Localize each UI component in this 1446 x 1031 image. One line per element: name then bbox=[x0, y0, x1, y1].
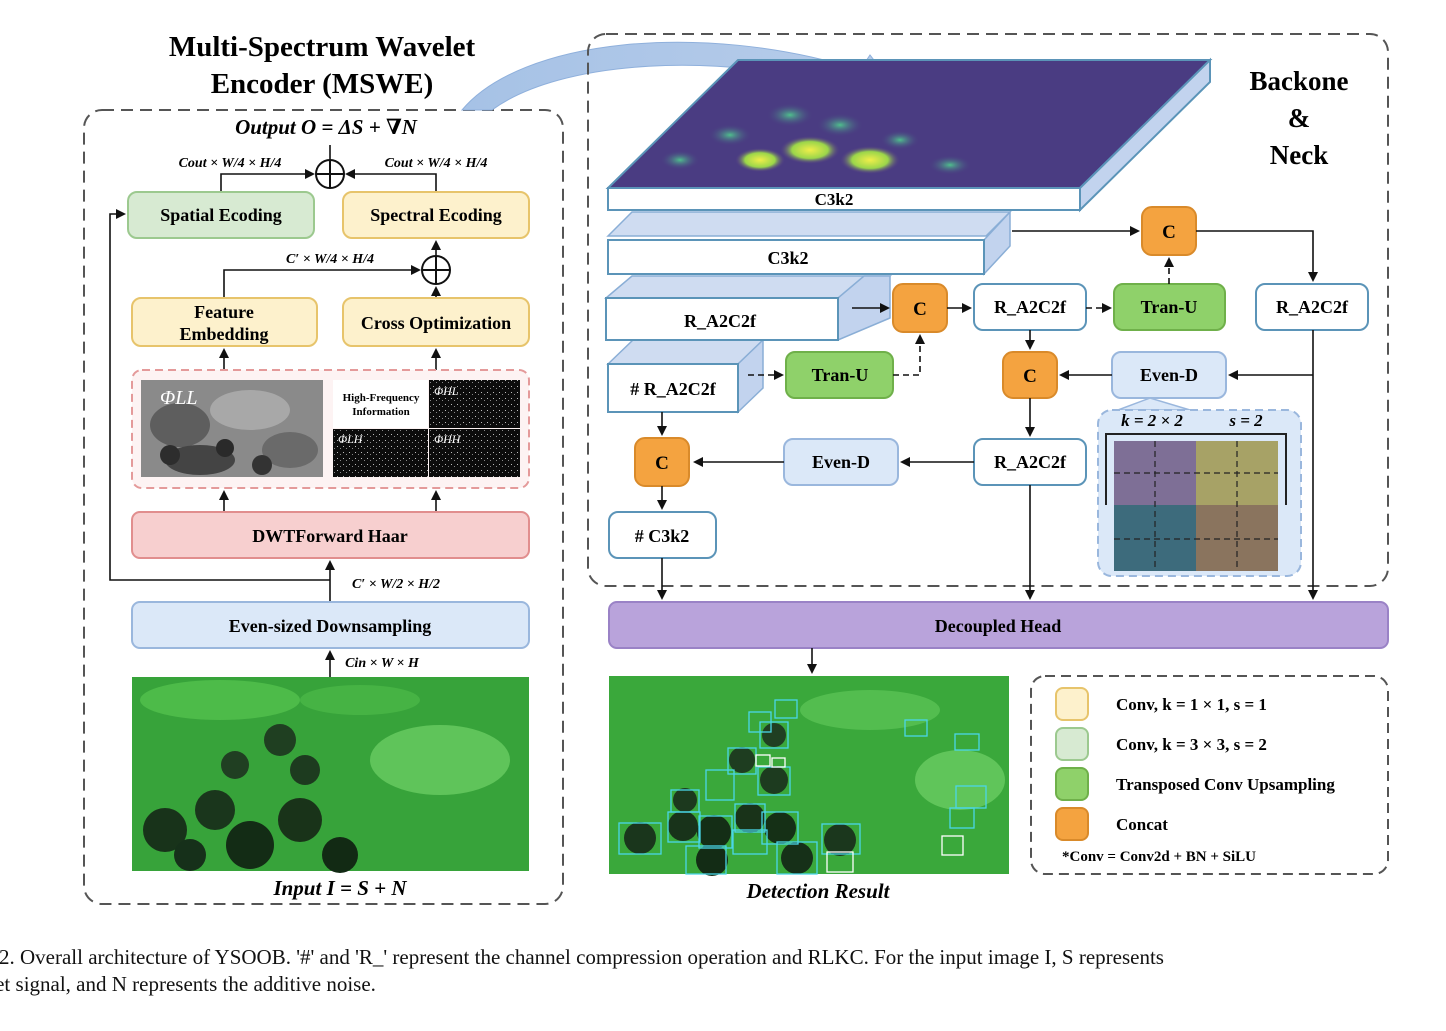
layer-3-slab bbox=[603, 275, 893, 342]
detection-result-label: Detection Result bbox=[746, 879, 891, 903]
legend-label-1: Conv, k = 3 × 3, s = 2 bbox=[1116, 735, 1267, 754]
backbone-title-3: Neck bbox=[1270, 140, 1328, 170]
backbone-title-1: Backone bbox=[1249, 66, 1348, 96]
legend-items: Conv, k = 1 × 1, s = 1 Conv, k = 3 × 3, s… bbox=[1055, 687, 1335, 841]
feature-embedding-label-1: Feature bbox=[194, 302, 254, 322]
detection-result-image bbox=[609, 676, 1009, 876]
layer-1-label: C3k2 bbox=[815, 190, 854, 209]
figure-caption: g. 2. Overall architecture of YSOOB. '#'… bbox=[0, 944, 1446, 998]
downsampling-label: Even-sized Downsampling bbox=[229, 616, 432, 636]
hf-info-label-2: Information bbox=[352, 406, 409, 418]
ra2c2f-low-label: R_A2C2f bbox=[994, 452, 1067, 472]
layer-2-slab bbox=[606, 210, 1012, 276]
legend-frame bbox=[1030, 675, 1389, 875]
mswe-title-line1: Multi-Spectrum Wavelet bbox=[169, 31, 476, 63]
legend-label-2: Transposed Conv Upsampling bbox=[1116, 775, 1335, 794]
caption-line-2: rget signal, and N represents the additi… bbox=[0, 972, 376, 996]
dim-mid: C′ × W/4 × H/4 bbox=[286, 252, 374, 267]
phi-lh-label: ΦLH bbox=[338, 432, 364, 446]
legend-note: *Conv = Conv2d + BN + SiLU bbox=[1062, 849, 1256, 865]
caption-line-1: g. 2. Overall architecture of YSOOB. '#'… bbox=[0, 945, 1164, 969]
backbone-title-2: & bbox=[1288, 103, 1311, 133]
layer-4-label: # R_A2C2f bbox=[630, 379, 716, 399]
phi-hh-label: ΦHH bbox=[434, 432, 462, 446]
line-tranu-to-concat-mid bbox=[893, 334, 925, 376]
c3k2-hash-label: # C3k2 bbox=[635, 526, 690, 546]
concat-top-label: C bbox=[1162, 222, 1176, 243]
spatial-encoding-label: Spatial Ecoding bbox=[160, 205, 282, 225]
legend-label-0: Conv, k = 1 × 1, s = 1 bbox=[1116, 695, 1267, 714]
dwt-box bbox=[131, 511, 530, 559]
sum-icon-top bbox=[315, 159, 345, 189]
layer-4-slab bbox=[606, 338, 765, 414]
downsampling-box bbox=[131, 601, 530, 649]
cross-optimization-box bbox=[342, 297, 530, 347]
line-skip-to-spatial bbox=[109, 209, 330, 581]
legend-swatch-0 bbox=[1055, 687, 1089, 721]
legend-swatch-1 bbox=[1055, 727, 1089, 761]
ll-subband-image bbox=[141, 380, 323, 477]
legend-label-3: Concat bbox=[1116, 815, 1168, 834]
ra2c2f-mid-label: R_A2C2f bbox=[994, 297, 1067, 317]
sum-icon-mid bbox=[421, 255, 451, 285]
dim-out-left: Cout × W/4 × H/4 bbox=[179, 156, 282, 171]
spectral-encoding-box bbox=[342, 191, 530, 239]
dim-out-right: Cout × W/4 × H/4 bbox=[385, 156, 488, 171]
even-d-top-label: Even-D bbox=[1140, 365, 1198, 385]
feature-embedding-label-2: Embedding bbox=[179, 324, 268, 344]
feature-map-slab bbox=[605, 57, 1213, 213]
phi-hl-label: ΦHL bbox=[434, 384, 459, 398]
cross-optimization-label: Cross Optimization bbox=[361, 313, 511, 333]
mswe-title-line2: Encoder (MSWE) bbox=[211, 68, 434, 100]
line-feature-to-sum bbox=[223, 265, 421, 298]
decoupled-head-box bbox=[608, 601, 1389, 649]
line-spatial-to-sum bbox=[220, 169, 315, 192]
dwt-label: DWTForward Haar bbox=[252, 526, 407, 546]
backbone-frame bbox=[587, 33, 1389, 587]
hl-subband-image bbox=[429, 380, 520, 428]
even-d-detail bbox=[1097, 397, 1302, 577]
ra2c2f-right-label: R_A2C2f bbox=[1276, 297, 1349, 317]
kernel-label: k = 2 × 2 bbox=[1121, 411, 1183, 430]
output-label: Output O = ΔS + ∇N bbox=[235, 115, 418, 139]
even-d-low-label: Even-D bbox=[812, 452, 870, 472]
spatial-encoding-box bbox=[127, 191, 315, 239]
legend-swatch-3 bbox=[1055, 807, 1089, 841]
line-concat-top-to-ra2c2f-right bbox=[1196, 230, 1318, 282]
hf-info-box bbox=[333, 380, 428, 428]
spectral-encoding-label: Spectral Ecoding bbox=[370, 205, 502, 225]
tran-u-top-label: Tran-U bbox=[1141, 297, 1198, 317]
concat-low-label: C bbox=[1023, 366, 1037, 387]
ra2c2f-node-right bbox=[1255, 283, 1369, 331]
lh-subband-image bbox=[333, 429, 428, 477]
input-label: Input I = S + N bbox=[272, 876, 407, 900]
phi-ll-label: ΦLL bbox=[160, 387, 197, 409]
decoupled-head-label: Decoupled Head bbox=[935, 616, 1062, 636]
layer-2-label: C3k2 bbox=[767, 248, 808, 268]
line-spectral-to-sum bbox=[345, 169, 437, 192]
hf-info-label-1: High-Frequency bbox=[343, 392, 420, 404]
dim-half: C′ × W/2 × H/2 bbox=[352, 577, 440, 592]
layer-3-label: R_A2C2f bbox=[684, 311, 757, 331]
legend-swatch-2 bbox=[1055, 767, 1089, 801]
tran-u-left-label: Tran-U bbox=[812, 365, 869, 385]
stride-label: s = 2 bbox=[1228, 411, 1263, 430]
concat-left-label: C bbox=[655, 453, 669, 474]
concat-mid-label: C bbox=[913, 299, 927, 320]
feature-embedding-box bbox=[131, 297, 318, 347]
input-underwater-image bbox=[132, 677, 529, 873]
dim-in: Cin × W × H bbox=[345, 656, 420, 671]
hh-subband-image bbox=[429, 429, 520, 477]
